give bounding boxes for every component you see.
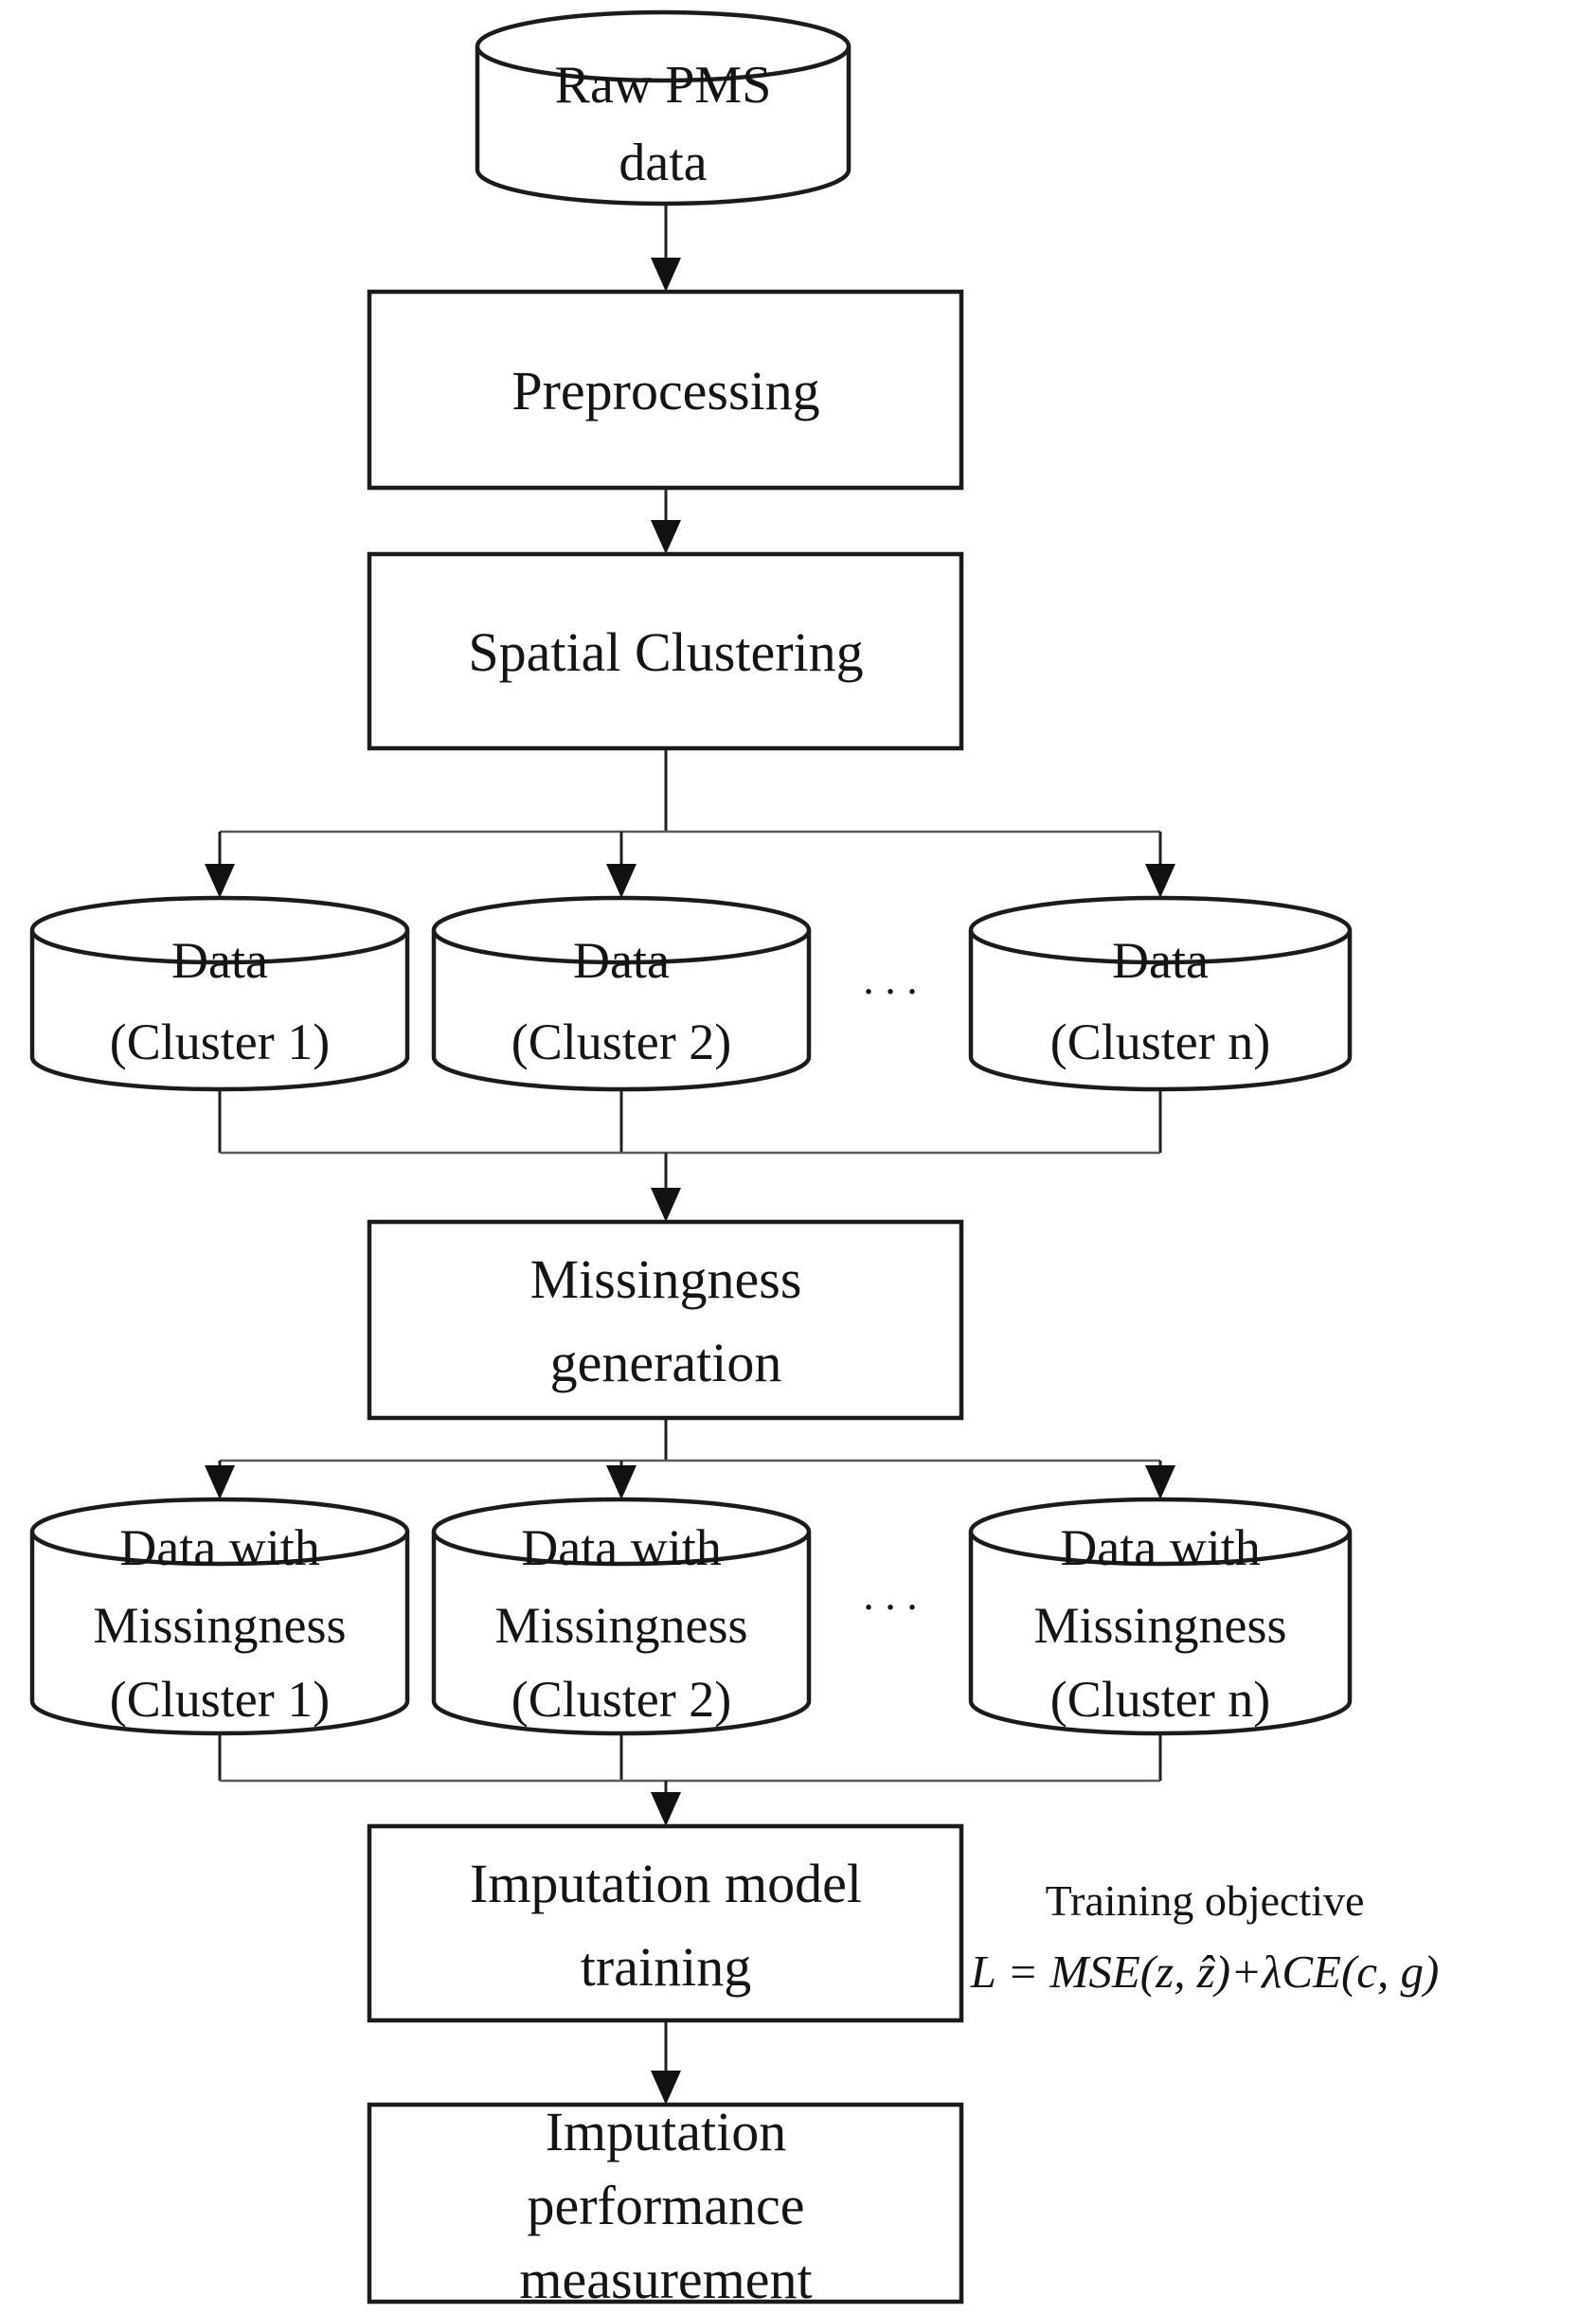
spatial-clustering-label: Spatial Clustering xyxy=(468,621,863,683)
arrowhead-down-icon xyxy=(205,1465,235,1499)
arrowhead-down-icon xyxy=(205,864,235,898)
training-objective-title: Training objective xyxy=(1046,1876,1365,1925)
merge-clusters-to-missingness xyxy=(218,1089,1162,1222)
node-missing-cluster-2 xyxy=(431,1497,812,1736)
arrowhead-down-icon xyxy=(606,1465,637,1499)
missingness-generation-label-line1: Missingness xyxy=(530,1248,802,1310)
imputation-training-label-line2: training xyxy=(581,1936,751,1998)
missingness-generation-label-line2: generation xyxy=(550,1332,782,1393)
node-data-cluster-1 xyxy=(29,895,410,1092)
node-missing-cluster-1 xyxy=(29,1497,410,1736)
ellipsis-row1: ∙ ∙ ∙ xyxy=(863,967,918,1015)
branch-spatial-to-clusters xyxy=(205,748,1175,898)
missing-cluster1-label-line3: (Cluster 1) xyxy=(110,1671,330,1728)
node-missing-cluster-n xyxy=(968,1497,1353,1736)
arrow-training-to-measurement xyxy=(651,2020,681,2105)
node-data-cluster-n xyxy=(968,895,1353,1092)
node-preprocessing xyxy=(367,289,964,491)
imputation-training-label-line1: Imputation model xyxy=(470,1853,862,1914)
missing-cluster1-label-line1: Data with xyxy=(119,1519,319,1576)
arrowhead-down-icon xyxy=(1145,864,1175,898)
arrowhead-down-icon xyxy=(1145,1465,1175,1499)
raw-pms-label-line1: Raw PMS xyxy=(555,56,772,115)
missing-clustern-label-line2: Missingness xyxy=(1033,1597,1286,1654)
data-cluster2-label-line1: Data xyxy=(573,932,670,989)
merge-clusters-to-training xyxy=(218,1733,1162,1826)
data-clustern-label-line2: (Cluster n) xyxy=(1050,1013,1270,1070)
arrow-preprocessing-to-spatial xyxy=(651,488,681,554)
ellipsis-row2: ∙ ∙ ∙ xyxy=(863,1583,918,1631)
arrowhead-down-icon xyxy=(651,2071,681,2105)
imputation-measurement-label-line1: Imputation xyxy=(546,2101,787,2162)
arrowhead-down-icon xyxy=(651,258,681,292)
missing-cluster1-label-line2: Missingness xyxy=(93,1597,346,1654)
data-cluster1-label-line2: (Cluster 1) xyxy=(110,1013,330,1070)
node-imputation-measurement xyxy=(367,2102,964,2305)
missing-clustern-label-line3: (Cluster n) xyxy=(1050,1671,1270,1728)
arrowhead-down-icon xyxy=(606,864,637,898)
missing-cluster2-label-line1: Data with xyxy=(521,1519,721,1576)
data-cluster1-label-line1: Data xyxy=(171,932,268,989)
imputation-measurement-label-line3: measurement xyxy=(519,2249,812,2310)
node-spatial-clustering xyxy=(367,551,964,751)
raw-pms-label-line2: data xyxy=(619,134,707,192)
arrowhead-down-icon xyxy=(651,1792,681,1826)
arrowhead-down-icon xyxy=(651,1188,681,1222)
node-imputation-training xyxy=(367,1823,964,2023)
training-objective-formula: L = MSE(z, ẑ)+λCE(c, g) xyxy=(970,1946,1440,1998)
data-cluster2-label-line2: (Cluster 2) xyxy=(511,1013,731,1070)
node-data-cluster-2 xyxy=(431,895,812,1092)
node-missingness-generation xyxy=(367,1219,964,1421)
imputation-measurement-label-line2: performance xyxy=(527,2175,804,2236)
arrowhead-down-icon xyxy=(651,520,681,554)
preprocessing-label: Preprocessing xyxy=(511,360,819,422)
data-clustern-label-line1: Data xyxy=(1112,932,1209,989)
missing-cluster2-label-line2: Missingness xyxy=(494,1597,747,1654)
branch-missingness-to-clusters xyxy=(205,1418,1175,1499)
missing-cluster2-label-line3: (Cluster 2) xyxy=(511,1671,731,1728)
node-raw-pms-data xyxy=(475,9,852,206)
missing-clustern-label-line1: Data with xyxy=(1060,1519,1260,1576)
arrow-raw-to-preprocessing xyxy=(651,204,681,292)
